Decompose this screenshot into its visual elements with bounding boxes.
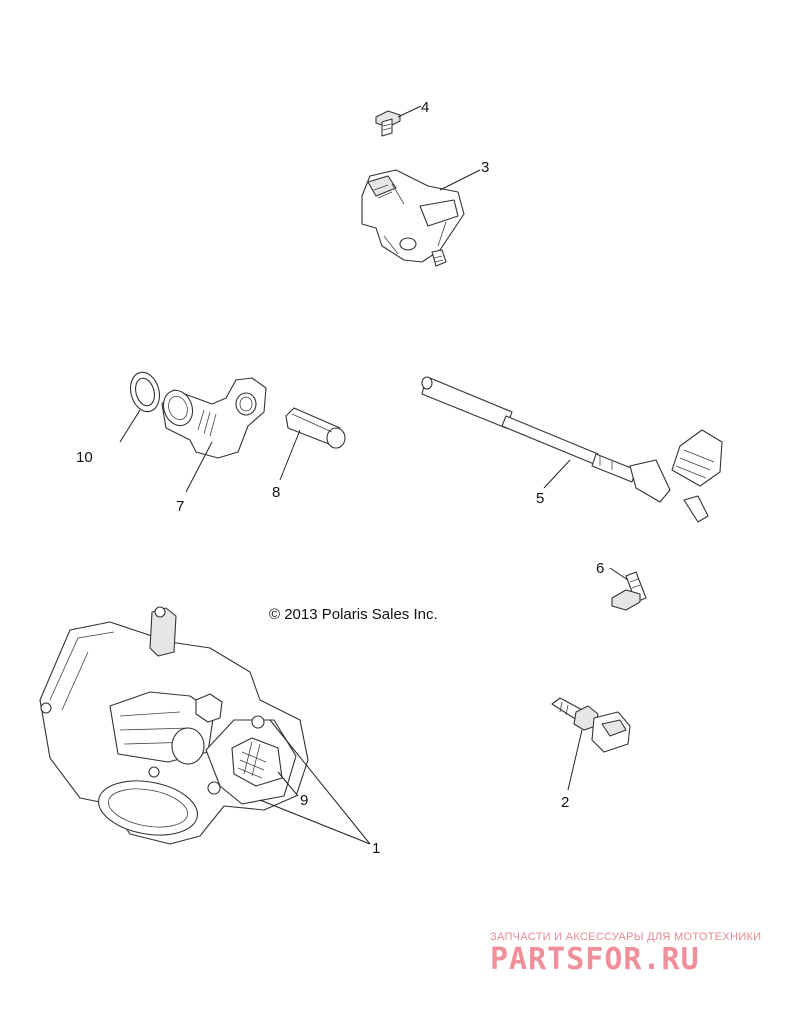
part-10-o-ring bbox=[129, 371, 161, 413]
part-6-bolt bbox=[611, 571, 647, 611]
part-1-throttle-body bbox=[39, 606, 309, 845]
callout-3: 3 bbox=[481, 159, 489, 176]
callout-1: 1 bbox=[372, 840, 380, 857]
watermark-tagline: ЗАПЧАСТИ И АКСЕССУАРЫ ДЛЯ МОТОТЕХНИКИ bbox=[490, 931, 761, 943]
part-3-map-sensor bbox=[361, 169, 465, 267]
leader-lines bbox=[119, 105, 629, 845]
copyright-text: © 2013 Polaris Sales Inc. bbox=[269, 606, 438, 623]
callout-4: 4 bbox=[421, 99, 429, 116]
part-5-speed-sensor bbox=[421, 376, 723, 523]
callout-7: 7 bbox=[176, 498, 184, 515]
part-4-bolt bbox=[375, 110, 401, 137]
callout-5: 5 bbox=[536, 490, 544, 507]
callout-2: 2 bbox=[561, 794, 569, 811]
callout-10: 10 bbox=[76, 449, 93, 466]
part-2-temp-sensor bbox=[551, 697, 631, 753]
callout-8: 8 bbox=[272, 484, 280, 501]
callout-9: 9 bbox=[300, 792, 308, 809]
watermark-logo: PARTSFOR.RU bbox=[490, 942, 700, 977]
part-8-sleeve bbox=[285, 407, 346, 449]
part-7-cam-sensor bbox=[161, 377, 267, 459]
callout-6: 6 bbox=[596, 560, 604, 577]
